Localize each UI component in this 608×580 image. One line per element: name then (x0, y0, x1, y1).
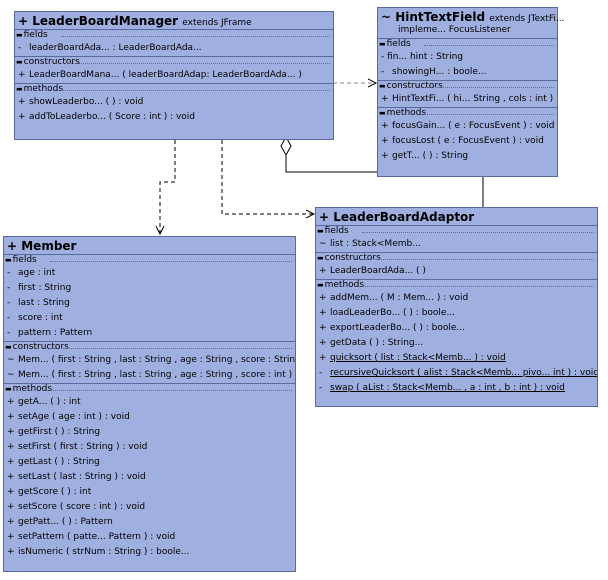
class-hinttextfield[interactable]: ~ HintTextField extends JTextFi... imple… (377, 7, 564, 177)
field-row[interactable]: -last : String (7, 298, 70, 308)
method-row[interactable]: +setFirst ( first : String ) : void (7, 442, 148, 452)
method-row[interactable]: +addToLeaderbo... ( Score : int ) : void (18, 112, 196, 122)
constructor-row[interactable]: +HintTextFi... ( hi... String , cols : i… (381, 94, 554, 104)
constructors-section-header[interactable]: constructors (15, 56, 333, 68)
class-name: + LeaderBoardManager (18, 14, 179, 28)
constructor-row[interactable]: +LeaderBoardAda... ( ) (319, 266, 426, 276)
method-row[interactable]: +setPattern ( patte... Pattern ) : void (7, 532, 176, 542)
fields-section-header[interactable]: fields (378, 38, 557, 50)
class-leaderboardmanager[interactable]: + LeaderBoardManager extends JFrame fiel… (14, 11, 334, 140)
field-row[interactable]: -showingH... : boole... (381, 67, 487, 77)
fields-section-header[interactable]: fields (15, 29, 333, 41)
method-row[interactable]: -swap ( aList : Stack<Memb... , a : int … (319, 383, 565, 393)
method-row[interactable]: +getLast ( ) : String (7, 457, 100, 467)
method-row[interactable]: +setAge ( age : int ) : void (7, 412, 130, 422)
field-row[interactable]: -score : int (7, 313, 63, 323)
field-row[interactable]: - fin... hint : String (381, 52, 463, 62)
methods-section-header[interactable]: methods (4, 383, 295, 395)
method-row[interactable]: +getPatt... ( ) : Pattern (7, 517, 113, 527)
class-extends: extends JTextFi... (489, 14, 565, 24)
method-row[interactable]: +focusGain... ( e : FocusEvent ) : void (381, 121, 555, 131)
field-row[interactable]: -age : int (7, 268, 56, 278)
constructors-section-header[interactable]: constructors (316, 252, 597, 264)
methods-section-header[interactable]: methods (316, 279, 597, 291)
method-row[interactable]: +focusLost ( e : FocusEvent ) : void (381, 136, 544, 146)
method-row[interactable]: +setScore ( score : int ) : void (7, 502, 146, 512)
dependency-manager-to-member (160, 140, 176, 234)
field-row[interactable]: ~list : Stack<Memb... (319, 239, 421, 249)
field-row[interactable]: -leaderBoardAda... : LeaderBoardAda... (18, 43, 202, 53)
fields-section-header[interactable]: fields (4, 254, 295, 266)
method-row[interactable]: +setLast ( last : String ) : void (7, 472, 146, 482)
method-row[interactable]: +getT... ( ) : String (381, 151, 469, 161)
constructors-section-header[interactable]: constructors (4, 341, 295, 353)
constructor-row[interactable]: +LeaderBoardMana... ( leaderBoardAdap: L… (18, 70, 302, 80)
class-extends: extends JFrame (182, 18, 252, 28)
constructor-row[interactable]: ~Mem... ( first : String , last : String… (7, 355, 295, 365)
method-row[interactable]: +addMem... ( M : Mem... ) : void (319, 293, 469, 303)
fields-section-header[interactable]: fields (316, 225, 597, 237)
method-row[interactable]: +loadLeaderBo... ( ) : boole... (319, 308, 456, 318)
class-title: + Member (4, 237, 295, 254)
constructor-row[interactable]: ~Mem... ( first : String , last : String… (7, 370, 293, 380)
field-row[interactable]: -first : String (7, 283, 72, 293)
class-leaderboardadaptor[interactable]: + LeaderBoardAdaptor fields ~list : Stac… (315, 207, 598, 407)
methods-section-header[interactable]: methods (15, 83, 333, 95)
method-row[interactable]: +getData ( ) : String... (319, 338, 424, 348)
method-row[interactable]: +isNumeric ( strNum : String ) : boole..… (7, 547, 190, 557)
method-row[interactable]: +getFirst ( ) : String (7, 427, 101, 437)
method-row[interactable]: +showLeaderbo... ( ) : void (18, 97, 144, 107)
class-title: + LeaderBoardManager extends JFrame (15, 12, 333, 29)
class-name: + Member (7, 239, 77, 253)
class-title: ~ HintTextField extends JTextFi... (378, 8, 564, 25)
class-member[interactable]: + Member fields -age : int -first : Stri… (3, 236, 296, 572)
class-title: + LeaderBoardAdaptor (316, 208, 597, 225)
class-name: + LeaderBoardAdaptor (319, 210, 475, 224)
methods-section-header[interactable]: methods (378, 107, 557, 119)
constructors-section-header[interactable]: constructors (378, 80, 557, 92)
method-row[interactable]: +exportLeaderBo... ( ) : boole... (319, 323, 465, 333)
class-implements: impleme... FocusListener (398, 25, 511, 35)
method-row[interactable]: -recursiveQuicksort ( alist : Stack<Memb… (319, 368, 597, 378)
dependency-manager-to-adaptor (221, 140, 314, 214)
class-name: ~ HintTextField (381, 10, 486, 24)
aggregation-diamond (280, 135, 292, 157)
method-row[interactable]: +quicksort ( list : Stack<Memb... ) : vo… (319, 353, 506, 363)
field-row[interactable]: -pattern : Pattern (7, 328, 93, 338)
method-row[interactable]: +getScore ( ) : int (7, 487, 92, 497)
method-row[interactable]: +getA... ( ) : int (7, 397, 81, 407)
